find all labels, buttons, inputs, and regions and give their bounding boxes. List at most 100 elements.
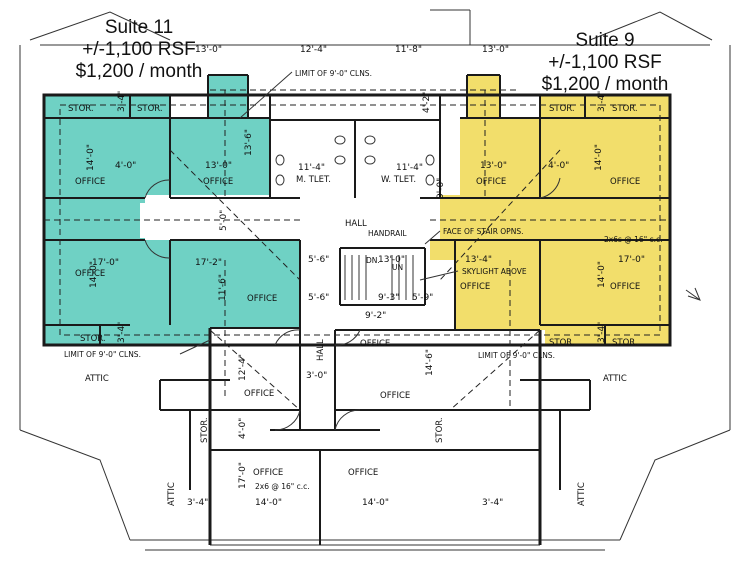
dim-left-office-w3: 17'-0": [92, 258, 119, 268]
room-labels: STOR. STOR. OFFICE OFFICE OFFICE OFFICE …: [68, 104, 640, 506]
toilet-fixtures: [275, 135, 435, 186]
roof-outline: [19, 9, 731, 551]
ceiling-limit-lines: [44, 89, 670, 411]
dim-left-office-w1: 4'-0": [115, 161, 136, 171]
dim-left-office-h2: 14'-0": [89, 261, 99, 288]
room-label-stor-bl: STOR.: [80, 334, 106, 344]
dim-room-9-0: 9'-0": [436, 178, 446, 199]
dim-bottom-3-4b: 3'-4": [482, 498, 503, 508]
room-label-office-br: OFFICE: [610, 282, 640, 292]
door-swings: [144, 177, 561, 431]
room-label-office-tm: OFFICE: [203, 177, 233, 187]
dim-hall-width: 5'-0": [219, 210, 229, 231]
dim-right-office-h2: 14'-0": [597, 261, 607, 288]
note-face-of-stair: FACE OF STAIR OPNS.: [443, 227, 523, 236]
room-label-stor-br1: STOR.: [549, 338, 575, 348]
suite-11-name: Suite 11: [104, 17, 174, 38]
dim-4-2: 4'-2": [422, 92, 432, 113]
note-studs-bottom: 2x6 @ 16" c.c.: [255, 482, 310, 491]
dim-stair-w: 13'-0": [378, 255, 405, 265]
suite-11-label: Suite 11 +/-1,100 RSF $1,200 / month: [54, 17, 224, 83]
room-label-office-lower-right: OFFICE: [380, 391, 410, 401]
dim-stair-l: 5'-9": [412, 293, 433, 303]
room-label-hall-vertical: HALL: [316, 339, 326, 361]
dim-lower-3-0: 3'-0": [306, 371, 327, 381]
suite-9-size: +/-1,100 RSF: [548, 52, 662, 73]
suite-11-rent: $1,200 / month: [75, 61, 203, 82]
room-label-office-lower-mid: OFFICE: [360, 339, 390, 349]
note-handrail: HANDRAIL: [368, 229, 407, 238]
suite-9-rent: $1,200 / month: [541, 74, 669, 95]
room-label-office-bottom-right: OFFICE: [348, 468, 378, 478]
room-label-office-bm: OFFICE: [247, 294, 277, 304]
dim-right-office-h1: 14'-0": [594, 144, 604, 171]
note-un: UN: [392, 263, 403, 272]
dim-right-office-w2: 4'-0": [548, 161, 569, 171]
room-label-w-toilet: W. TLET.: [381, 175, 416, 185]
suite-9-area: [430, 75, 670, 345]
note-limit-clns-right: LIMIT OF 9'-0" CLNS.: [478, 351, 555, 360]
dim-right-office-w1: 13'-0": [480, 161, 507, 171]
room-label-attic-left: ATTIC: [85, 374, 109, 384]
note-limit-clns-left: LIMIT OF 9'-0" CLNS.: [64, 350, 141, 359]
dim-top-mid-right: 11'-8": [395, 45, 422, 55]
dim-lower-4-0: 4'-0": [238, 418, 248, 439]
room-label-office-lower-left: OFFICE: [244, 389, 274, 399]
dim-toilet-w2: 11'-4": [396, 163, 423, 173]
dim-top-right: 13'-0": [482, 45, 509, 55]
dim-bottom-14-0b: 14'-0": [362, 498, 389, 508]
dim-stair-w2: 9'-3": [378, 293, 399, 303]
dim-lower-17-0: 17'-0": [238, 462, 248, 489]
room-label-stor-tl1: STOR.: [68, 104, 94, 114]
dimension-labels: 13'-0" 12'-4" 11'-8" 13'-0" 11'-4" 11'-4…: [86, 45, 645, 508]
dim-right-stor-br: 3'-4": [597, 322, 607, 343]
room-label-stor-tr1: STOR.: [549, 104, 575, 114]
room-label-stor-lower-left: STOR.: [200, 417, 210, 443]
dim-lower-14-6: 14'-6": [425, 349, 435, 376]
suite-11-area: [44, 75, 300, 345]
stair: [344, 255, 414, 300]
room-label-stor-tr2: STOR.: [612, 104, 638, 114]
suite-9-name: Suite 9: [575, 30, 635, 51]
room-label-hall: HALL: [345, 219, 367, 229]
annotations: LIMIT OF 9'-0" CLNS. HANDRAIL FACE OF ST…: [64, 69, 701, 491]
dim-9-2: 9'-2": [365, 311, 386, 321]
dim-lower-12-4: 12'-4": [238, 354, 248, 381]
dim-right-office-w3: 13'-4": [465, 255, 492, 265]
dim-top-mid-left: 12'-4": [300, 45, 327, 55]
room-label-attic-bottom-right: ATTIC: [577, 482, 587, 506]
dim-left-office-w4: 17'-2": [195, 258, 222, 268]
dim-right-stor-tr: 3'-4": [597, 91, 607, 112]
dim-top-left: 13'-0": [195, 45, 222, 55]
room-label-stor-lower-right: STOR.: [435, 417, 445, 443]
dim-stor-bl: 3'-4": [117, 322, 127, 343]
room-label-stor-br2: STOR.: [612, 338, 638, 348]
room-label-m-toilet: M. TLET.: [296, 175, 331, 185]
room-label-attic-right: ATTIC: [603, 374, 627, 384]
dim-left-office-w2: 13'-0": [205, 161, 232, 171]
dim-left-office-h1: 14'-0": [86, 144, 96, 171]
dim-bottom-3-4a: 3'-4": [187, 498, 208, 508]
room-label-stor-tl2: STOR.: [137, 104, 163, 114]
room-label-office-tr: OFFICE: [610, 177, 640, 187]
dim-stor-tl: 3'-4": [117, 91, 127, 112]
dim-5-6a: 5'-6": [308, 255, 329, 265]
suite-11-size: +/-1,100 RSF: [82, 39, 196, 60]
suite-9-label: Suite 9 +/-1,100 RSF $1,200 / month: [520, 30, 690, 96]
dim-5-6b: 5'-6": [308, 293, 329, 303]
note-dn: DN.: [366, 256, 380, 265]
room-label-attic-bottom-left: ATTIC: [167, 482, 177, 506]
note-studs-right: 2x6s @ 16" c.c.: [604, 235, 663, 244]
dim-13-6: 13'-6": [244, 129, 254, 156]
room-label-office-br-mid: OFFICE: [460, 282, 490, 292]
room-label-office-bottom-left: OFFICE: [253, 468, 283, 478]
room-label-office-tl: OFFICE: [75, 177, 105, 187]
note-limit-clns-top: LIMIT OF 9'-0" CLNS.: [295, 69, 372, 78]
walls: [42, 74, 672, 545]
dim-toilet-w1: 11'-4": [298, 163, 325, 173]
room-label-office-tr-mid: OFFICE: [476, 177, 506, 187]
dim-right-office-w4: 17'-0": [618, 255, 645, 265]
room-label-office-bl: OFFICE: [75, 269, 105, 279]
dim-bottom-14-0a: 14'-0": [255, 498, 282, 508]
